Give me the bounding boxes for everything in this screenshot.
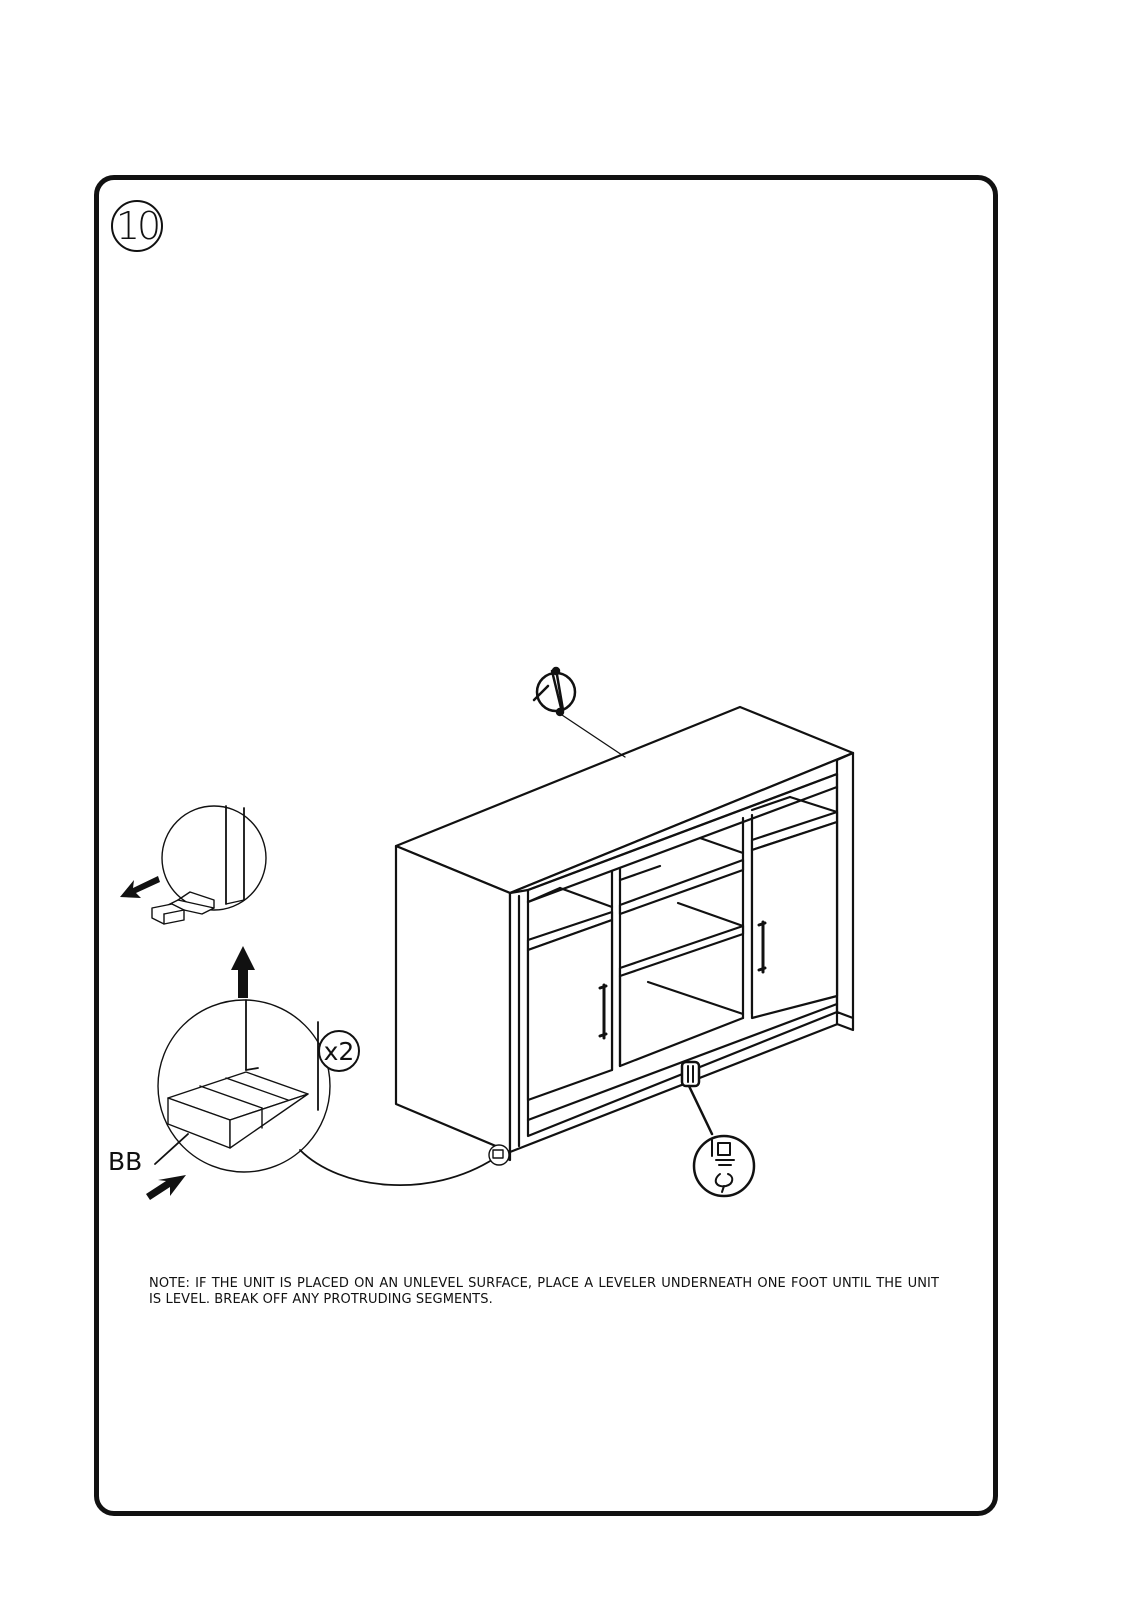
arrow-in-icon [146,1175,186,1200]
arrow-up-icon [231,946,255,998]
detail-leveler-remove [151,805,267,925]
leveler-note: NOTE: IF THE UNIT IS PLACED ON AN UNLEVE… [149,1276,939,1307]
detail-leveler-insert [157,999,331,1173]
arrow-out-icon [120,876,160,898]
quantity-callout: x2 [318,1030,360,1072]
part-label: BB [108,1147,143,1176]
tv-stand-cabinet [394,705,855,1162]
instruction-frame [94,175,998,1516]
door-handle-right [757,920,767,974]
door-handle-left [598,983,608,1040]
step-number: 10 [111,200,163,252]
screwdriver-icon [532,666,577,717]
leveler-screw-icon [680,1060,756,1198]
